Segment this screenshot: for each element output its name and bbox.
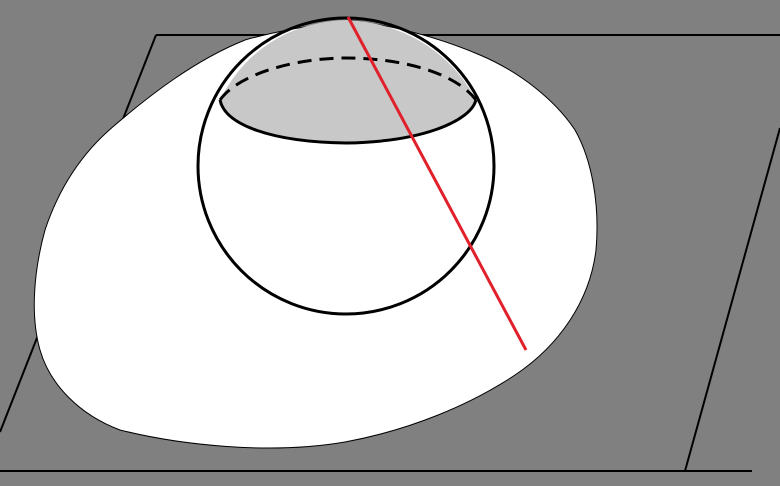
sphere: [196, 16, 496, 316]
red-ray: [346, 16, 528, 351]
cap-back-dashed: [218, 56, 478, 101]
plane-right-edge: [684, 127, 780, 472]
white-mound: [33, 19, 598, 449]
sphere-outline: [196, 16, 496, 316]
cap-front-solid: [218, 99, 478, 145]
sphere-cap: [220, 20, 476, 143]
